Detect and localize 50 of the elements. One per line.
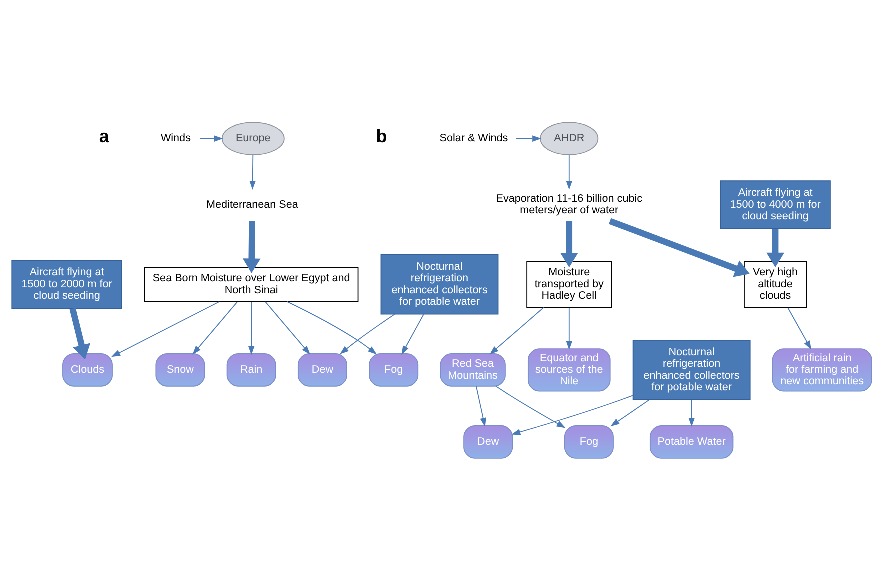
node-box: Sea Born Moisture over Lower Egypt and North Sinai <box>144 266 359 302</box>
arrow <box>111 300 220 357</box>
arrow <box>200 135 224 142</box>
arrow <box>560 220 578 268</box>
node-text: Evaporation 11-16 billion cubic meters/year of water <box>496 192 643 216</box>
arrow <box>248 301 255 355</box>
node-box: Dew <box>464 425 514 458</box>
arrow <box>516 135 542 142</box>
node-box: Moisture transported by Hadley Cell <box>526 260 612 308</box>
arrow <box>610 399 650 426</box>
arrow <box>70 308 91 360</box>
node-box: Clouds <box>62 353 113 386</box>
arrow <box>688 399 695 426</box>
node-box: Snow <box>156 353 206 386</box>
node-text: Winds <box>160 132 191 144</box>
node-ellipse: Europe <box>222 122 285 155</box>
node-box: Nocturnal refrigeration enhanced collectors for potable water <box>380 254 499 314</box>
arrow <box>766 228 784 267</box>
arrow <box>250 154 256 190</box>
arrow <box>490 306 544 354</box>
node-box: Nocturnal refrigeration enhanced collectors for potable water <box>632 340 751 400</box>
node-box: Red Sea Mountains <box>440 353 506 386</box>
arrow <box>265 301 311 354</box>
node-text: Solar & Winds <box>440 132 508 144</box>
arrow <box>340 313 396 354</box>
arrow <box>242 220 261 273</box>
node-box: Fog <box>369 353 419 386</box>
arrow <box>788 307 812 350</box>
node-box: Aircraft flying at 1500 to 4000 m for cloud seeding <box>720 180 831 229</box>
label: b <box>376 126 388 146</box>
arrow <box>566 154 573 190</box>
arrow <box>286 300 378 354</box>
arrow <box>609 218 750 277</box>
node-box: Rain <box>226 353 276 386</box>
node-box: Aircraft flying at 1500 to 2000 m for cloud seeding <box>12 260 122 308</box>
node-box: Dew <box>298 353 348 386</box>
node-box: Artificial rain for farming and new communities <box>772 348 872 392</box>
node-text: Mediterranean Sea <box>206 198 298 210</box>
node-box: Potable Water <box>650 425 734 458</box>
arrow <box>192 301 238 354</box>
arrow <box>402 313 424 355</box>
node-ellipse: AHDR <box>540 122 599 155</box>
node-box: Equator and sources of the Nile <box>528 348 611 392</box>
arrow <box>496 385 566 428</box>
arrow <box>476 386 486 427</box>
node-box: Very high altitude clouds <box>744 260 808 308</box>
arrow <box>512 394 634 435</box>
arrow <box>566 307 573 350</box>
node-box: Fog <box>564 425 614 458</box>
label: a <box>99 126 110 146</box>
